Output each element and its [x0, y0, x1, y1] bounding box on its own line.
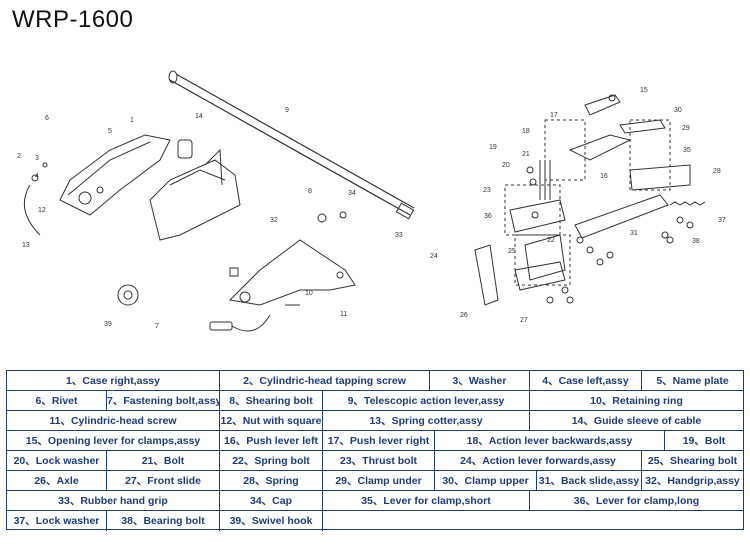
part-cell: 11、Cylindric-head screw	[7, 411, 220, 431]
callout-label: 2	[17, 153, 21, 160]
callout-label: 34	[348, 190, 356, 197]
callout-label: 26	[460, 312, 468, 319]
parts-row: 20、Lock washer 21、Bolt 22、Spring bolt 23…	[7, 451, 743, 471]
part-cell: 16、Push lever left	[220, 431, 323, 451]
callout-label: 16	[600, 173, 608, 180]
part-cell: 6、Rivet	[7, 391, 107, 411]
part-cell: 4、Case left,assy	[530, 371, 642, 391]
part-cell: 29、Clamp under	[323, 471, 435, 491]
callout-label: 36	[484, 213, 492, 220]
part-cell: 21、Bolt	[107, 451, 220, 471]
callout-label: 13	[22, 242, 30, 249]
callout-label: 39	[104, 321, 112, 328]
part-cell: 19、Bolt	[665, 431, 743, 451]
callout-label: 24	[430, 253, 438, 260]
callout-label: 27	[520, 317, 528, 324]
part-cell: 9、Telescopic action lever,assy	[323, 391, 530, 411]
part-cell: 15、Opening lever for clamps,assy	[7, 431, 220, 451]
part-cell: 36、Lever for clamp,long	[530, 491, 743, 511]
parts-row: 37、Lock washer 38、Bearing bolt 39、Swivel…	[7, 511, 743, 531]
part-cell: 12、Nut with square	[220, 411, 323, 431]
callout-label: 25	[508, 248, 516, 255]
callout-label: 9	[285, 107, 289, 114]
part-cell: 34、Cap	[220, 491, 323, 511]
callout-label: 18	[522, 128, 530, 135]
parts-row: 6、Rivet 7、Fastening bolt,assy 8、Shearing…	[7, 391, 743, 411]
callout-label: 35	[683, 147, 691, 154]
parts-row: 1、Case right,assy 2、Cylindric-head tappi…	[7, 371, 743, 391]
part-cell-empty	[323, 511, 743, 531]
callout-label: 19	[489, 144, 497, 151]
part-cell: 7、Fastening bolt,assy	[107, 391, 220, 411]
part-cell: 31、Back slide,assy	[537, 471, 642, 491]
callout-label: 20	[502, 162, 510, 169]
callout-label: 37	[718, 217, 726, 224]
callout-label: 22	[547, 237, 555, 244]
part-cell: 23、Thrust bolt	[323, 451, 435, 471]
part-cell: 20、Lock washer	[7, 451, 107, 471]
part-cell: 35、Lever for clamp,short	[323, 491, 530, 511]
callout-label: 6	[45, 115, 49, 122]
part-cell: 2、Cylindric-head tapping screw	[220, 371, 430, 391]
parts-row: 33、Rubber hand grip 34、Cap 35、Lever for …	[7, 491, 743, 511]
callout-label: 5	[108, 128, 112, 135]
part-cell: 8、Shearing bolt	[220, 391, 323, 411]
callout-label: 1	[130, 117, 134, 124]
callout-label: 14	[195, 113, 203, 120]
part-cell: 33、Rubber hand grip	[7, 491, 220, 511]
part-cell: 39、Swivel hook	[220, 511, 323, 531]
part-cell: 10、Retaining ring	[530, 391, 743, 411]
part-cell: 32、Handgrip,assy	[642, 471, 743, 491]
part-cell: 26、Axle	[7, 471, 107, 491]
part-cell: 3、Washer	[430, 371, 530, 391]
callout-label: 12	[38, 207, 46, 214]
callout-label: 7	[155, 323, 159, 330]
part-cell: 22、Spring bolt	[220, 451, 323, 471]
part-cell: 17、Push lever right	[323, 431, 435, 451]
part-cell: 27、Front slide	[107, 471, 220, 491]
right-assembly-drawing	[474, 94, 706, 306]
callout-label: 32	[270, 217, 278, 224]
part-cell: 37、Lock washer	[7, 511, 107, 531]
callout-label: 38	[692, 238, 700, 245]
part-cell: 14、Guide sleeve of cable	[530, 411, 743, 431]
callout-label: 8	[308, 188, 312, 195]
parts-row: 11、Cylindric-head screw 12、Nut with squa…	[7, 411, 743, 431]
part-cell: 24、Action lever forwards,assy	[435, 451, 642, 471]
callout-label: 3	[35, 155, 39, 162]
callout-label: 11	[340, 311, 347, 318]
callout-label: 29	[682, 125, 690, 132]
part-cell: 38、Bearing bolt	[107, 511, 220, 531]
part-cell: 5、Name plate	[642, 371, 743, 391]
callout-label: 21	[522, 151, 530, 158]
part-cell: 18、Action lever backwards,assy	[435, 431, 665, 451]
page-title: WRP-1600	[12, 6, 134, 33]
parts-row: 15、Opening lever for clamps,assy 16、Push…	[7, 431, 743, 451]
part-cell: 13、Spring cotter,assy	[323, 411, 530, 431]
part-cell: 25、Shearing bolt	[642, 451, 743, 471]
parts-list-table: 1、Case right,assy 2、Cylindric-head tappi…	[6, 370, 744, 531]
callout-label: 10	[305, 290, 313, 297]
callout-label: 23	[483, 187, 491, 194]
part-cell: 1、Case right,assy	[7, 371, 220, 391]
parts-row: 26、Axle 27、Front slide 28、Spring 29、Clam…	[7, 471, 743, 491]
part-cell: 28、Spring	[220, 471, 323, 491]
callout-label: 30	[674, 107, 682, 114]
callout-label: 15	[640, 87, 648, 94]
callout-label: 4	[35, 173, 39, 180]
left-assembly-drawing	[23, 70, 415, 332]
callout-label: 31	[630, 230, 638, 237]
callout-label: 28	[713, 168, 721, 175]
part-cell: 30、Clamp upper	[435, 471, 537, 491]
callout-label: 17	[550, 112, 558, 119]
callout-label: 33	[395, 232, 403, 239]
